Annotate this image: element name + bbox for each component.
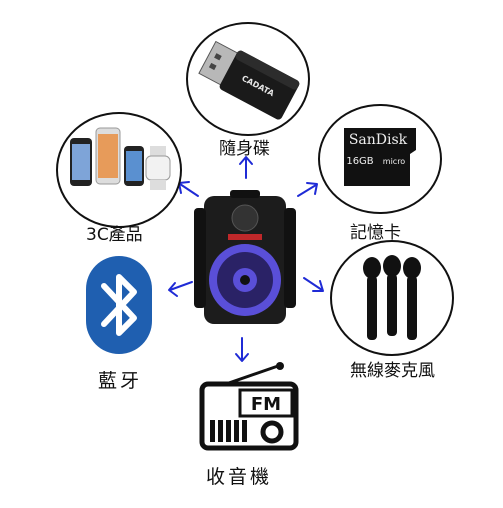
microphones-icon [363, 255, 421, 340]
bluetooth-label: 藍牙 [98, 370, 143, 392]
arrow-down-head [235, 353, 249, 362]
arrow-up-right [297, 184, 317, 197]
usb-label: 隨身碟 [219, 139, 270, 159]
sd-brand-text: SanDisk [349, 132, 408, 148]
arrow-up-head [239, 156, 253, 165]
arrow-right [303, 277, 323, 291]
sd-type-text: micro [383, 157, 406, 166]
phone-circle [56, 112, 182, 228]
radio-icon: FM [199, 362, 299, 451]
sd-label: 記憶卡 [350, 223, 401, 243]
arrow-right-head [312, 280, 324, 292]
mic-circle [330, 240, 454, 356]
bluetooth-icon [86, 256, 152, 354]
arrow-left-head [168, 282, 178, 297]
usb-circle: CADATA [186, 22, 310, 136]
usb-drive-icon: CADATA [198, 40, 300, 120]
sd-capacity-text: 16GB [346, 156, 373, 167]
radio-fm-text: FM [251, 394, 281, 415]
arrow-left [169, 281, 193, 291]
mic-label: 無線麥克風 [350, 361, 435, 381]
phone-label: 3C產品 [86, 225, 143, 245]
radio-label: 收音機 [206, 466, 273, 488]
phone-devices-icon [70, 127, 171, 190]
arrow-up-right-head [306, 182, 318, 195]
sd-circle: SanDisk 16GB micro [318, 104, 442, 214]
speaker-icon [194, 190, 296, 324]
arrow-up-left [179, 183, 199, 197]
sd-card-icon: SanDisk 16GB micro [344, 128, 416, 186]
